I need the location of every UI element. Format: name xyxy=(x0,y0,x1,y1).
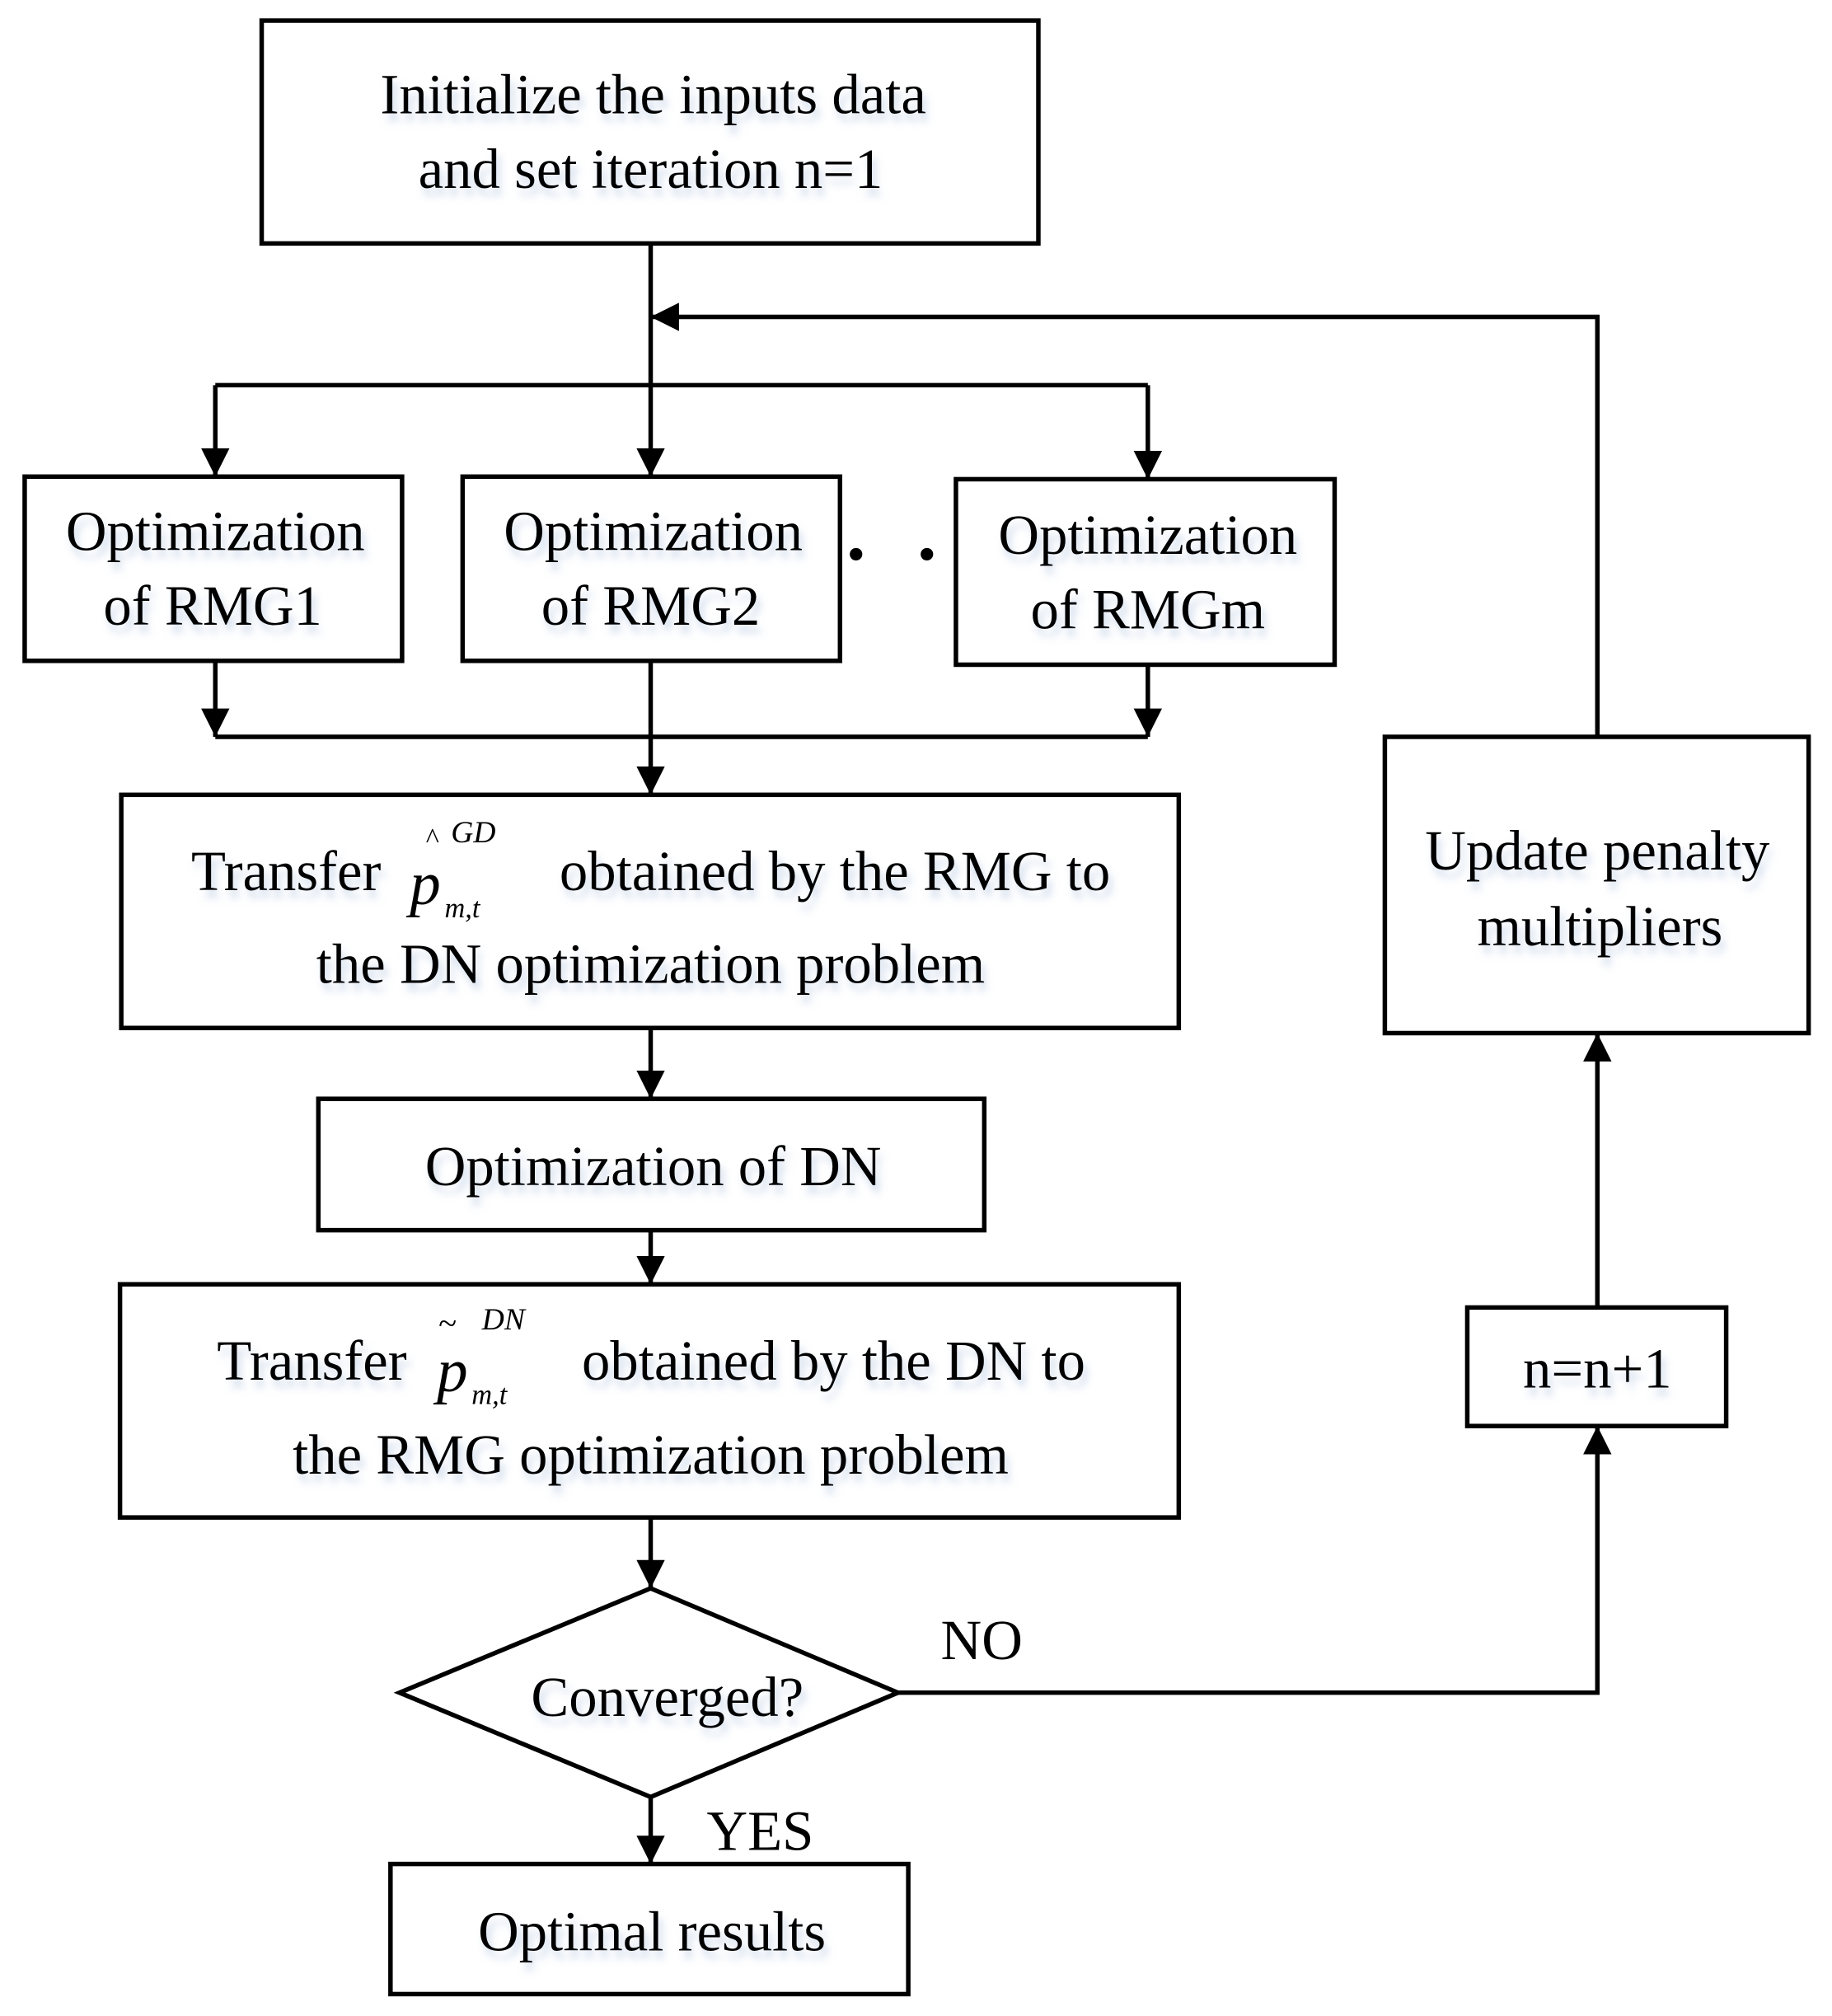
transfer-dn-suffix: obtained by the DN to xyxy=(582,1329,1085,1392)
superscript-gd: GD xyxy=(451,816,495,850)
ellipsis: · · xyxy=(843,511,953,597)
edge-label-yes: YES xyxy=(706,1799,813,1862)
node-optimal-results: Optimal results xyxy=(388,1861,911,1997)
rmg1-line2: of RMG1 xyxy=(103,574,321,637)
rmg1-line1: Optimization xyxy=(66,499,365,562)
node-dn-optimization: Optimization of DN xyxy=(316,1096,987,1233)
init-line1: Initialize the inputs data xyxy=(380,63,925,126)
transfer-gd-prefix: Transfer xyxy=(191,840,382,903)
update-line1: Update penalty xyxy=(1425,819,1770,882)
rmg2-line1: Optimization xyxy=(504,499,803,562)
init-line2: and set iteration n=1 xyxy=(419,138,883,200)
node-transfer-gd: Transfer ^ GD p m,t obtained by the RMG … xyxy=(119,792,1182,1030)
node-rmg1: Optimization of RMG1 xyxy=(22,474,405,663)
node-rmg2: Optimization of RMG2 xyxy=(460,474,843,663)
update-line2: multipliers xyxy=(1477,895,1722,958)
rmg2-line2: of RMG2 xyxy=(541,574,760,637)
rmgm-line1: Optimization xyxy=(998,504,1297,566)
transfer-dn-line2: the RMG optimization problem xyxy=(293,1423,1009,1486)
node-converged-decision: Converged? xyxy=(393,1586,904,1800)
accent-tilde: ~ xyxy=(438,1305,457,1342)
edge-label-no: NO xyxy=(941,1609,1023,1671)
subscript-mt: m,t xyxy=(471,1380,508,1411)
arrow-feedback-loop xyxy=(650,302,1600,738)
node-update-multipliers: Update penalty multipliers xyxy=(1382,734,1811,1036)
dn-label: Optimization of DN xyxy=(425,1135,882,1198)
superscript-dn: DN xyxy=(481,1303,527,1337)
subscript-mt: m,t xyxy=(444,893,480,924)
symbol-p-dn: ~ DN p m,t xyxy=(433,1303,527,1411)
rmgm-line2: of RMGm xyxy=(1031,579,1266,641)
connectors xyxy=(201,243,1612,1864)
node-init: Initialize the inputs data and set itera… xyxy=(259,18,1041,246)
increment-label: n=n+1 xyxy=(1523,1337,1672,1399)
accent-hat: ^ xyxy=(425,823,439,854)
arrow-no xyxy=(897,1426,1612,1695)
transfer-gd-suffix: obtained by the RMG to xyxy=(560,840,1110,903)
transfer-dn-prefix: Transfer xyxy=(217,1329,407,1392)
converged-label: Converged? xyxy=(531,1666,804,1728)
transfer-gd-line2: the DN optimization problem xyxy=(316,933,985,996)
node-rmgm: Optimization of RMGm xyxy=(953,476,1338,668)
optimal-label: Optimal results xyxy=(478,1900,826,1962)
node-increment: n=n+1 xyxy=(1464,1305,1729,1428)
symbol-p: p xyxy=(405,850,441,918)
node-transfer-dn: Transfer ~ DN p m,t obtained by the DN t… xyxy=(117,1282,1182,1520)
symbol-p: p xyxy=(433,1337,468,1405)
symbol-p-gd: ^ GD p m,t xyxy=(405,816,495,924)
